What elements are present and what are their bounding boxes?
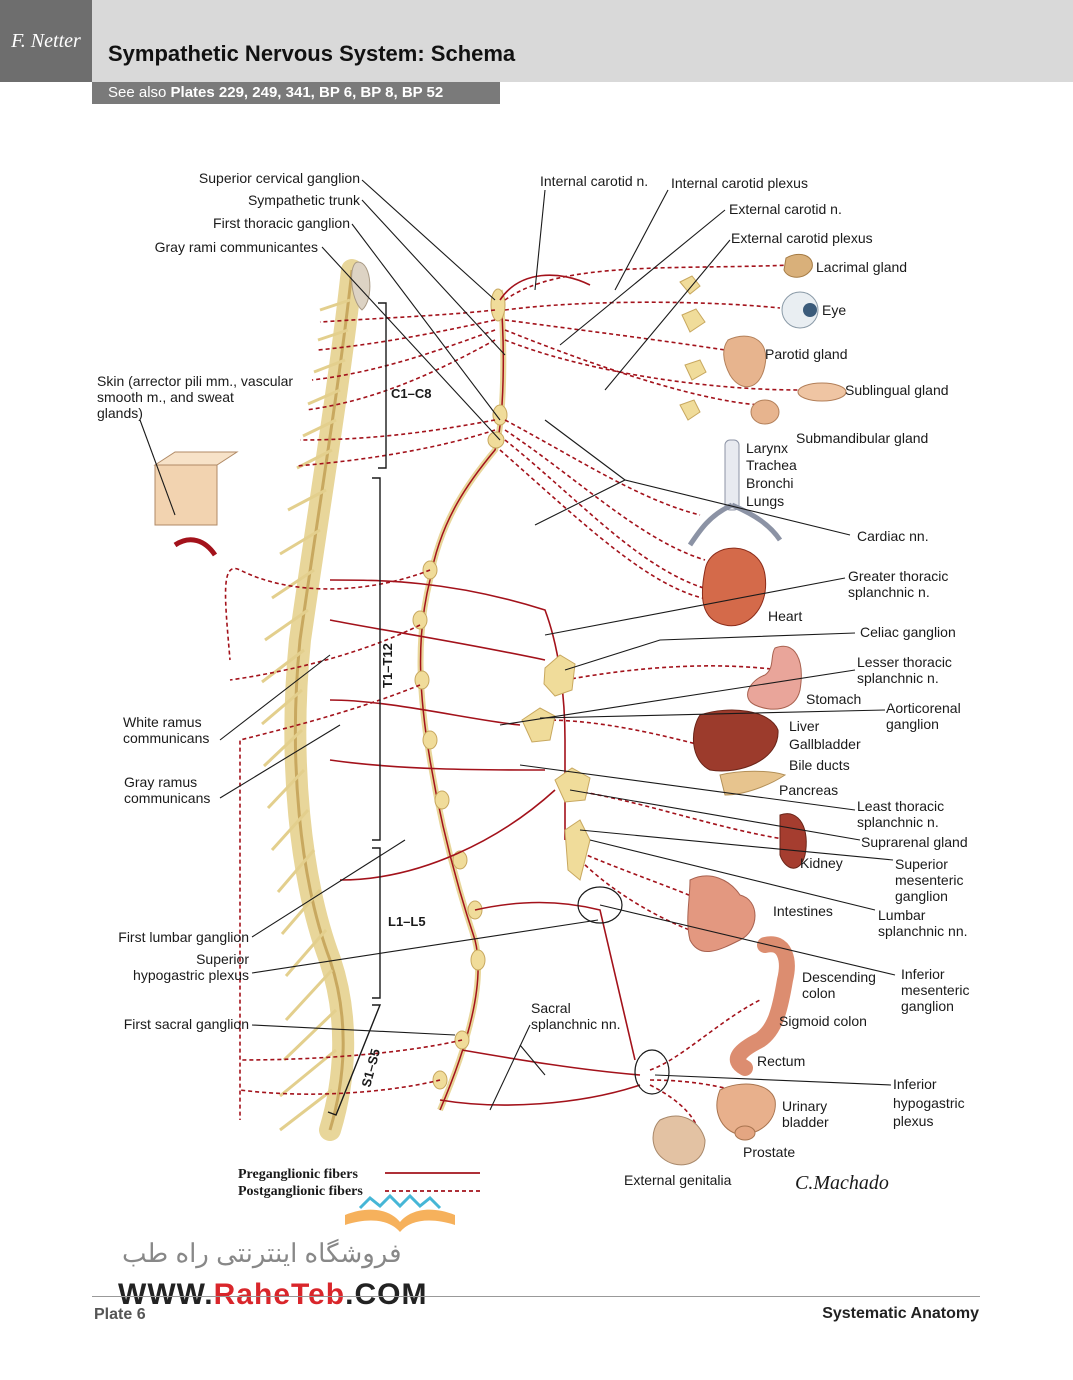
label-least-thoracic-1: Least thoracic	[857, 798, 944, 814]
label-rectum: Rectum	[757, 1053, 805, 1069]
book-logo-icon	[345, 1193, 455, 1232]
label-sigmoid-colon: Sigmoid colon	[779, 1013, 867, 1029]
label-superior-mesenteric-2: mesenteric	[895, 872, 963, 888]
label-sacral-splanchnic-2: splanchnic nn.	[531, 1016, 621, 1032]
see-also-bar: See also Plates 229, 249, 341, BP 6, BP …	[92, 82, 500, 104]
label-sympathetic-trunk: Sympathetic trunk	[248, 192, 361, 208]
legend-postganglionic-label: Postganglionic fibers	[238, 1184, 363, 1199]
label-celiac-ganglion: Celiac ganglion	[860, 624, 956, 640]
leader-lines	[139, 179, 896, 1111]
footer-rule	[92, 1296, 980, 1297]
segment-cervical: C1–C8	[391, 386, 431, 401]
label-descending-colon-1: Descending	[802, 969, 876, 985]
label-kidney: Kidney	[800, 855, 843, 871]
label-trachea: Trachea	[746, 457, 797, 473]
label-intestines: Intestines	[773, 903, 833, 919]
label-aorticorenal-1: Aorticorenal	[886, 700, 961, 716]
watermark-url-suffix: .COM	[345, 1278, 428, 1311]
label-gray-ramus-1: Gray ramus	[124, 774, 197, 790]
label-skin-3: glands)	[97, 405, 143, 421]
section-name: Systematic Anatomy	[822, 1305, 979, 1322]
label-skin-1: Skin (arrector pili mm., vascular	[97, 373, 293, 389]
label-lumbar-splanchnic-2: splanchnic nn.	[878, 923, 968, 939]
label-external-carotid-plexus: External carotid plexus	[731, 230, 873, 246]
label-first-sacral-ganglion: First sacral ganglion	[124, 1016, 249, 1032]
segment-lumbar: L1–L5	[388, 914, 426, 929]
label-sublingual-gland: Sublingual gland	[845, 382, 949, 398]
label-external-genitalia: External genitalia	[624, 1172, 732, 1188]
header-bar: F. Netter M.D. Sympathetic Nervous Syste…	[0, 0, 1073, 134]
label-urinary-bladder-1: Urinary	[782, 1098, 827, 1114]
label-superior-hypogastric-1: Superior	[196, 951, 249, 967]
label-descending-colon-2: colon	[802, 985, 835, 1001]
label-liver: Liver	[789, 718, 820, 734]
label-lungs: Lungs	[746, 493, 784, 509]
label-inferior-hypogastric-3: plexus	[893, 1113, 933, 1129]
label-greater-thoracic-1: Greater thoracic	[848, 568, 948, 584]
label-lesser-thoracic-2: splanchnic n.	[857, 670, 939, 686]
label-first-lumbar-ganglion: First lumbar ganglion	[118, 929, 249, 945]
label-superior-mesenteric-1: Superior	[895, 856, 948, 872]
label-external-carotid-n: External carotid n.	[729, 201, 842, 217]
label-bile-ducts: Bile ducts	[789, 757, 850, 773]
label-stomach: Stomach	[806, 691, 861, 707]
label-larynx: Larynx	[746, 440, 788, 456]
netter-logo: F. Netter M.D.	[0, 0, 92, 134]
label-urinary-bladder-2: bladder	[782, 1114, 829, 1130]
label-internal-carotid-n: Internal carotid n.	[540, 173, 648, 189]
label-gray-rami-communicantes: Gray rami communicantes	[155, 239, 318, 255]
label-pancreas: Pancreas	[779, 782, 838, 798]
label-inferior-mesenteric-1: Inferior	[901, 966, 945, 982]
label-internal-carotid-plexus: Internal carotid plexus	[671, 175, 808, 191]
label-suprarenal-gland: Suprarenal gland	[861, 834, 968, 850]
label-skin-2: smooth m., and sweat	[97, 389, 234, 405]
label-superior-hypogastric-2: hypogastric plexus	[133, 967, 249, 983]
label-white-ramus-1: White ramus	[123, 714, 202, 730]
label-least-thoracic-2: splanchnic n.	[857, 814, 939, 830]
label-inferior-hypogastric-2: hypogastric	[893, 1095, 965, 1111]
label-heart: Heart	[768, 608, 802, 624]
postganglionic-left	[224, 309, 496, 1120]
label-inferior-hypogastric-1: Inferior	[893, 1076, 937, 1092]
legend-preganglionic-label: Preganglionic fibers	[238, 1167, 358, 1182]
prevertebral-ganglia	[521, 275, 707, 881]
label-prostate: Prostate	[743, 1144, 795, 1160]
label-inferior-mesenteric-2: mesenteric	[901, 982, 969, 998]
label-superior-cervical-ganglion: Superior cervical ganglion	[199, 170, 360, 186]
label-bronchi: Bronchi	[746, 475, 793, 491]
label-submandibular-gland: Submandibular gland	[796, 430, 928, 446]
label-greater-thoracic-2: splanchnic n.	[848, 584, 930, 600]
superior-hypogastric-circle	[577, 886, 623, 924]
plate-number: Plate 6	[94, 1306, 146, 1323]
segment-sacral: S1–S5	[358, 1047, 383, 1089]
label-aorticorenal-2: ganglion	[886, 716, 939, 732]
segment-thoracic: T1–T12	[380, 643, 395, 688]
see-also-plates: Plates 229, 249, 341, BP 6, BP 8, BP 52	[170, 84, 444, 101]
inferior-hypogastric-circle	[634, 1049, 670, 1095]
preganglionic-fibers	[329, 274, 641, 1106]
label-cardiac-nn: Cardiac nn.	[857, 528, 929, 544]
label-superior-mesenteric-3: ganglion	[895, 888, 948, 904]
watermark-persian: فروشگاه اینترنتی راه طب	[122, 1238, 402, 1268]
label-inferior-mesenteric-3: ganglion	[901, 998, 954, 1014]
label-lesser-thoracic-1: Lesser thoracic	[857, 654, 952, 670]
label-lacrimal-gland: Lacrimal gland	[816, 259, 907, 275]
label-eye: Eye	[822, 302, 846, 318]
watermark-url: WWW.RaheTeb.COM	[118, 1278, 427, 1312]
watermark-url-brand: RaheTeb	[213, 1278, 346, 1311]
label-white-ramus-2: communicans	[123, 730, 209, 746]
label-parotid-gland: Parotid gland	[765, 346, 848, 362]
see-also-prefix: See also	[108, 84, 167, 101]
watermark-url-prefix: WWW.	[118, 1278, 214, 1311]
label-gray-ramus-2: communicans	[124, 790, 210, 806]
label-lumbar-splanchnic-1: Lumbar	[878, 907, 926, 923]
label-first-thoracic-ganglion: First thoracic ganglion	[213, 215, 350, 231]
segment-brackets	[327, 302, 387, 1116]
page-title: Sympathetic Nervous System: Schema	[108, 41, 516, 66]
sympathetic-chain	[412, 288, 508, 1112]
artist-signature: C.Machado	[795, 1172, 889, 1194]
label-gallbladder: Gallbladder	[789, 736, 861, 752]
label-sacral-splanchnic-1: Sacral	[531, 1000, 571, 1016]
